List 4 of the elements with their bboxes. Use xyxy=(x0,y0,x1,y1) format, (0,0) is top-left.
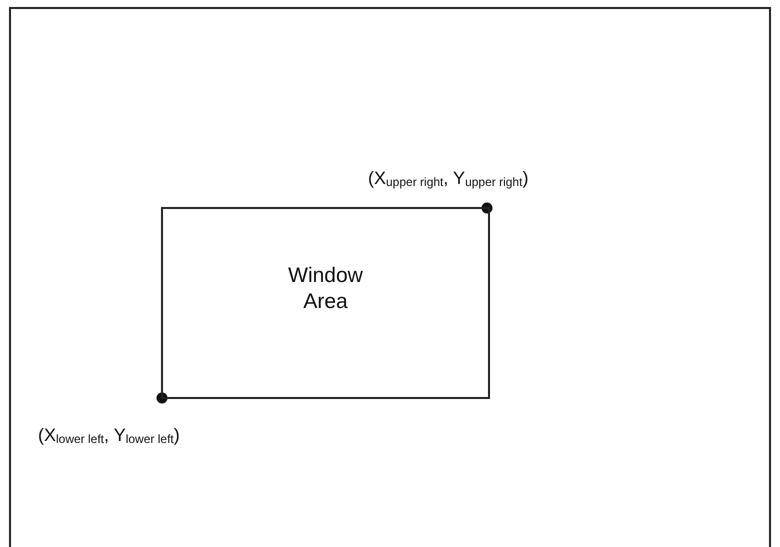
coordinate-label: (X$_{lower left}$, Y$_{lower left}$) xyxy=(38,425,180,446)
box-label: Window Area xyxy=(287,262,364,315)
window-rectangle xyxy=(161,207,490,399)
coordinate-label: (X$_{upper right}$, Y$_{upper right}$) xyxy=(368,168,528,189)
